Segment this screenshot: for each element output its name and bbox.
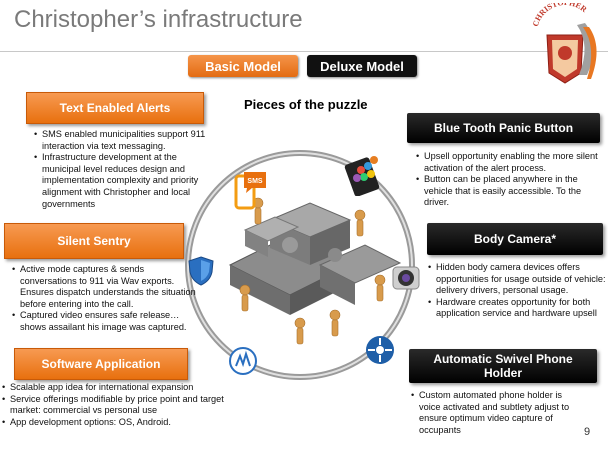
body-camera-list: Hidden body camera devices offers opport…: [428, 262, 608, 320]
basic-model-button[interactable]: Basic Model: [188, 55, 298, 77]
list-item: Captured video ensures safe release… sho…: [12, 310, 198, 333]
title-divider: [0, 51, 608, 52]
puzzle-diagram: [185, 150, 415, 380]
swivel-holder-icon: [364, 334, 396, 366]
list-item: Hidden body camera devices offers opport…: [428, 262, 608, 297]
page-number: 9: [584, 426, 591, 438]
text-alerts-header: Text Enabled Alerts: [26, 92, 204, 124]
silent-sentry-header: Silent Sentry: [4, 223, 184, 259]
body-camera-header: Body Camera*: [427, 223, 603, 255]
christopher-logo: CHRISTOPHER: [525, 0, 603, 85]
list-item: App development options: OS, Android.: [2, 417, 230, 429]
svg-text:SMS: SMS: [247, 178, 263, 185]
list-item: Upsell opportunity enabling the more sil…: [416, 151, 608, 174]
list-item: Service offerings modifiable by price po…: [2, 394, 230, 417]
slide-title: Christopher’s infrastructure: [14, 6, 303, 33]
text-alerts-list: SMS enabled municipalities support 911 i…: [34, 129, 216, 210]
list-item: SMS enabled municipalities support 911 i…: [34, 129, 216, 152]
body-camera-icon: [391, 263, 421, 291]
software-app-header: Software Application: [14, 348, 188, 380]
deluxe-model-button[interactable]: Deluxe Model: [307, 55, 417, 77]
list-item: Scalable app idea for international expa…: [2, 382, 230, 394]
panic-button-phone-icon: [343, 150, 385, 197]
swivel-holder-list: Custom automated phone holder is voice a…: [411, 390, 579, 436]
svg-text:CHRISTOPHER: CHRISTOPHER: [531, 3, 589, 28]
puzzle-pieces: [228, 202, 402, 315]
puzzle-heading: Pieces of the puzzle: [244, 97, 368, 112]
list-item: Hardware creates opportunity for both ap…: [428, 297, 608, 320]
logo-text: CHRISTOPHER: [531, 0, 589, 28]
sms-phone-icon: SMS: [232, 170, 268, 210]
software-app-icon: [228, 346, 258, 376]
list-item: Custom automated phone holder is voice a…: [411, 390, 579, 436]
silent-sentry-list: Active mode captures & sends conversatio…: [12, 264, 198, 334]
swivel-holder-header: Automatic Swivel Phone Holder: [409, 349, 597, 383]
list-item: Button can be placed anywhere in the veh…: [416, 174, 608, 209]
list-item: Infrastructure development at the munici…: [34, 152, 216, 210]
list-item: Active mode captures & sends conversatio…: [12, 264, 198, 310]
bluetooth-header: Blue Tooth Panic Button: [407, 113, 600, 143]
software-app-list: Scalable app idea for international expa…: [2, 382, 230, 428]
bluetooth-list: Upsell opportunity enabling the more sil…: [416, 151, 608, 209]
